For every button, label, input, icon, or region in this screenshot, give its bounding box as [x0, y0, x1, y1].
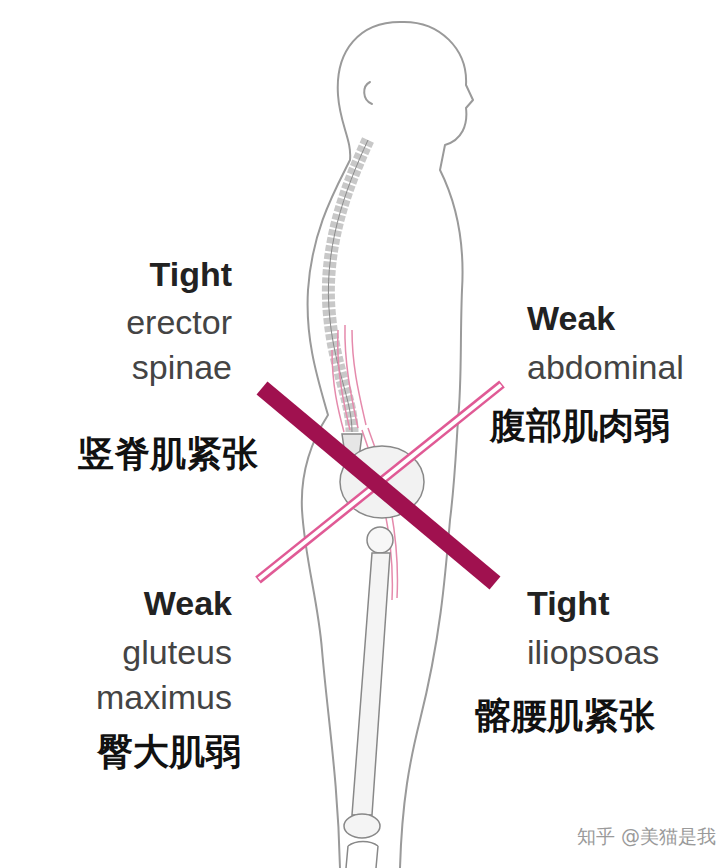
- femur-bone: [352, 553, 390, 815]
- muscle-label: erector spinae: [82, 300, 232, 390]
- state-label: Tight: [82, 256, 232, 293]
- muscle-label: iliopsoas: [527, 630, 659, 675]
- chinese-label: 髂腰肌紧张: [475, 694, 655, 737]
- knee-bone: [344, 814, 380, 838]
- erector-muscle-fibre: [332, 350, 344, 432]
- spine-column: [328, 140, 368, 432]
- hip-joint: [367, 527, 393, 553]
- shin-bone: [346, 842, 378, 868]
- chinese-label: 腹部肌肉弱: [490, 404, 670, 447]
- chinese-label: 臀大肌弱: [97, 730, 241, 773]
- muscle-label: gluteus maximus: [82, 630, 232, 720]
- state-label: Tight: [527, 585, 609, 622]
- body-back-outline: [302, 22, 400, 868]
- spine-edge: [328, 140, 368, 432]
- tight-axis-line: [262, 388, 495, 583]
- ear: [364, 82, 372, 104]
- chinese-label: 竖脊肌紧张: [78, 432, 258, 475]
- muscle-label: abdominal: [527, 345, 684, 390]
- watermark: 知乎 @美猫是我: [577, 824, 716, 850]
- state-label: Weak: [527, 300, 615, 337]
- erector-muscle-fibre: [352, 330, 366, 425]
- body-front-outline: [400, 22, 473, 868]
- state-label: Weak: [82, 585, 232, 622]
